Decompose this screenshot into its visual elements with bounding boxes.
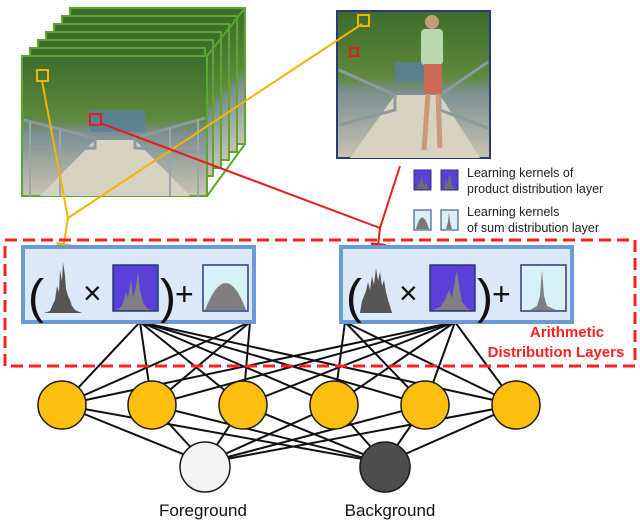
red-pixel-marker-current — [349, 47, 359, 57]
open-paren-left: ( — [28, 271, 44, 324]
network-edges — [61, 321, 517, 464]
open-paren-right: ( — [346, 271, 362, 324]
arithmetic-distribution-layers-box — [3, 238, 637, 368]
current-video-frame — [336, 10, 491, 159]
walking-person — [421, 15, 443, 151]
times-sign-left: × — [83, 275, 102, 311]
sum-kernel-legend-icon — [413, 209, 459, 231]
hidden-layer — [37, 380, 541, 430]
close-paren-left: ) — [160, 271, 176, 324]
hidden-node — [491, 380, 541, 430]
product-kernel-right — [429, 264, 476, 312]
hidden-node — [400, 380, 450, 430]
legend-sum-line1: Learning kernels — [467, 205, 559, 219]
front-video-frame — [21, 55, 208, 197]
kernel-legend: Learning kernels of product distribution… — [413, 166, 603, 235]
distribution-unit-left: ( × ) + — [21, 245, 256, 324]
times-sign-right: × — [399, 275, 418, 311]
input-histogram-right — [360, 268, 392, 313]
yellow-link-left — [41, 80, 69, 219]
product-kernel-legend-icon — [413, 169, 459, 191]
red-link-left — [99, 122, 381, 229]
legend-sum-line2: of sum distribution layer — [467, 221, 599, 235]
hidden-node — [127, 380, 177, 430]
layer-label-line2: Distribution Layers — [488, 344, 625, 361]
sum-kernel-right — [520, 264, 567, 312]
background-label: Background — [345, 501, 436, 520]
yellow-pixel-marker-current — [357, 14, 370, 27]
hidden-node — [218, 380, 268, 430]
pixel-connections — [41, 23, 401, 259]
red-link-right — [379, 165, 401, 229]
sum-kernel-left — [202, 264, 249, 312]
red-pixel-marker — [89, 113, 102, 126]
yellow-link-right — [67, 23, 363, 219]
product-kernel-left — [112, 264, 159, 312]
plus-sign-left: + — [175, 276, 194, 312]
input-histogram-left — [44, 262, 82, 313]
legend-product-line2: product distribution layer — [467, 182, 603, 196]
foreground-node — [179, 441, 231, 493]
layer-label-line1: Arithmetic — [530, 324, 604, 341]
hidden-node — [309, 380, 359, 430]
plus-sign-right: + — [492, 276, 511, 312]
foreground-label: Foreground — [159, 501, 247, 520]
video-frame-stack — [21, 7, 246, 197]
hidden-node — [37, 380, 87, 430]
background-node — [359, 441, 411, 493]
legend-product-line1: Learning kernels of — [467, 166, 574, 180]
close-paren-right: ) — [477, 271, 493, 324]
output-layer: Foreground Background — [159, 441, 436, 520]
distribution-unit-right: ( × ) + — [339, 245, 574, 324]
